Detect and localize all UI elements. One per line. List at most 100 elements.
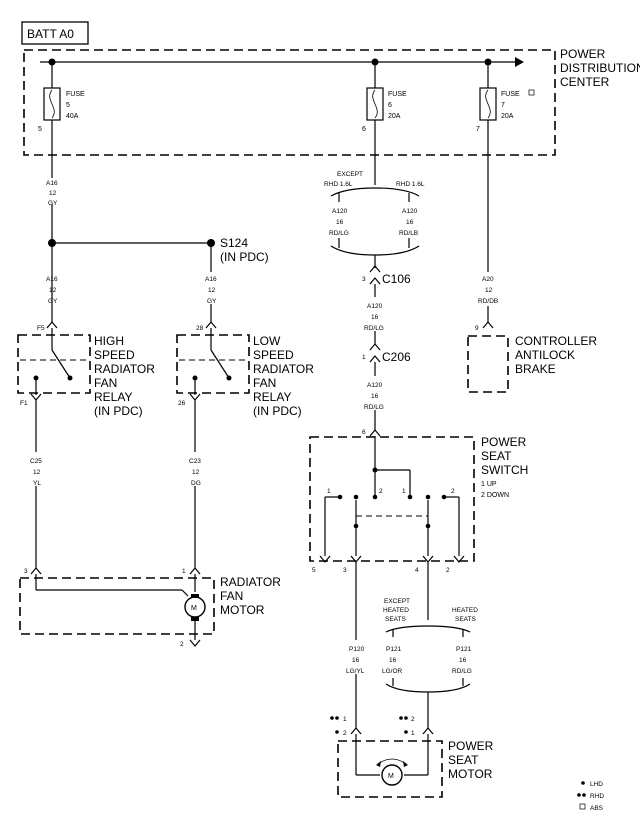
pdc-label-2: DISTRIBUTION <box>560 61 640 75</box>
relay-pin-top: 28 <box>196 325 204 332</box>
wire-a20: A20 12 RD/DB <box>475 272 503 306</box>
c106-label: C106 <box>382 272 411 286</box>
option-split-rhd: EXCEPT RHD 1.6L RHD 1.6L A120 16 RD/LG A… <box>324 171 425 268</box>
switch-pin-5: 5 <box>312 567 316 574</box>
bus-bar <box>40 57 524 67</box>
relay-pin-top: F5 <box>37 325 45 332</box>
low-speed-relay: 28 26 LOW SPEED RADIATOR FAN RELAY (IN P… <box>176 321 314 418</box>
splice-s124: S124 (IN PDC) <box>48 236 269 322</box>
abs-legend-marker-icon <box>579 803 586 810</box>
wire-code: A120 <box>367 382 383 389</box>
fan-motor-label-1: RADIATOR <box>220 575 281 589</box>
except-heated-2: HEATED <box>383 607 409 614</box>
wire-gauge: 12 <box>208 287 216 294</box>
except-heated-1: EXCEPT <box>384 598 410 605</box>
fuse-7-word: FUSE <box>501 91 520 98</box>
switch-label-3: SWITCH <box>481 463 528 477</box>
wire-code: C23 <box>189 458 201 465</box>
heated-1: HEATED <box>452 607 478 614</box>
wire-c25: C25 12 YL <box>26 400 48 568</box>
switch-contact-2: 2 <box>379 488 383 495</box>
wire-color: LG/YL <box>346 668 365 675</box>
switch-contact-3: 1 <box>402 488 406 495</box>
wire-color: YL <box>33 480 41 487</box>
wire-code: P121 <box>456 646 472 653</box>
abs-pin: 9 <box>475 325 479 332</box>
seat-wiring: EXCEPT HEATED SEATS HEATED SEATS P120 16… <box>343 562 478 728</box>
relay-label-2: SPEED <box>94 348 135 362</box>
relay-label-3: RADIATOR <box>94 362 155 376</box>
seat-motor-label-2: SEAT <box>448 753 479 767</box>
wire-gauge: 12 <box>49 190 57 197</box>
fuse-6-number: 6 <box>388 102 392 109</box>
connector-c106: 3 C106 A120 16 RD/LG <box>362 265 411 345</box>
fuse-7-cavity: 7 <box>476 126 480 133</box>
abs-label-2: ANTILOCK <box>515 348 575 362</box>
wire-color: GY <box>48 200 58 207</box>
wire-gauge: 16 <box>352 657 360 664</box>
heated-2: SEATS <box>455 616 476 623</box>
motor-pin-bottom: 2 <box>180 641 184 648</box>
fuse-6-rating: 20A <box>388 113 401 120</box>
wire-gauge: 16 <box>389 657 397 664</box>
rotation-arrow-icon <box>377 758 407 765</box>
relay-label-1: LOW <box>253 334 281 348</box>
seat-motor-label-1: POWER <box>448 739 494 753</box>
wire-color: LG/OR <box>382 668 403 675</box>
wire-color: RD/LG <box>364 404 384 411</box>
switch-pin-4: 4 <box>415 567 419 574</box>
wire-code: A16 <box>205 276 217 283</box>
legend-lhd: LHD <box>590 781 603 788</box>
legend-abs: ABS <box>590 805 604 812</box>
high-speed-relay: F5 F1 HIGH SPEED RADIATOR FAN RELAY (IN … <box>17 321 155 418</box>
wire-color: GY <box>207 298 217 305</box>
wire-code: A120 <box>402 208 418 215</box>
wire-color: RD/LG <box>452 668 472 675</box>
wire-color: GY <box>48 298 58 305</box>
c106-pin: 3 <box>362 276 366 283</box>
wire-color: RD/LG <box>329 230 349 237</box>
motor-pin-left: 3 <box>24 568 28 575</box>
relay-label-6: (IN PDC) <box>253 404 302 418</box>
abs-label-3: BRAKE <box>515 362 556 376</box>
switch-pin-3: 3 <box>343 567 347 574</box>
switch-pin-top: 6 <box>362 429 366 436</box>
batt-label: BATT A0 <box>27 27 74 41</box>
fuse-7-number: 7 <box>501 102 505 109</box>
except-heated-3: SEATS <box>385 616 406 623</box>
controller-antilock-brake: 9 CONTROLLER ANTILOCK BRAKE <box>467 321 597 393</box>
wire-gauge: 16 <box>371 314 379 321</box>
except-rhd-1: EXCEPT <box>337 171 363 178</box>
rhd-marker-icon <box>577 793 581 797</box>
wire-code: C25 <box>30 458 42 465</box>
pdc-label-3: CENTER <box>560 75 610 89</box>
fuse-5-word: FUSE <box>66 91 85 98</box>
splice-name: S124 <box>220 236 248 250</box>
fuse-6-cavity: 6 <box>362 126 366 133</box>
wire-code: P120 <box>349 646 365 653</box>
pdc-label-1: POWER <box>560 47 606 61</box>
relay-label-5: RELAY <box>94 390 132 404</box>
relay-label-6: (IN PDC) <box>94 404 143 418</box>
motor-pin-right: 1 <box>182 568 186 575</box>
fan-motor-label-2: FAN <box>220 589 243 603</box>
abs-marker-icon <box>528 89 535 96</box>
wire-gauge: 12 <box>49 287 57 294</box>
motor-pin-1-lhd: 1 <box>343 716 347 723</box>
motor-pin-2-rhd: 2 <box>343 730 347 737</box>
connector-c206: 1 C206 A120 16 RD/LG <box>362 343 411 430</box>
relay-label-1: HIGH <box>94 334 124 348</box>
wire-gauge: 12 <box>33 469 41 476</box>
radiator-fan-motor: 3 1 M 2 RADIATOR FAN MOTOR <box>19 567 281 648</box>
relay-label-4: FAN <box>253 376 276 390</box>
relay-label-5: RELAY <box>253 390 291 404</box>
wire-gauge: 16 <box>406 219 414 226</box>
fuse-5-rating: 40A <box>66 113 79 120</box>
fan-motor-label-3: MOTOR <box>220 603 265 617</box>
relay-label-3: RADIATOR <box>253 362 314 376</box>
fuse-5-cavity: 5 <box>38 126 42 133</box>
fuse-5-number: 5 <box>66 102 70 109</box>
abs-label-1: CONTROLLER <box>515 334 597 348</box>
wire-color: RD/LG <box>364 325 384 332</box>
